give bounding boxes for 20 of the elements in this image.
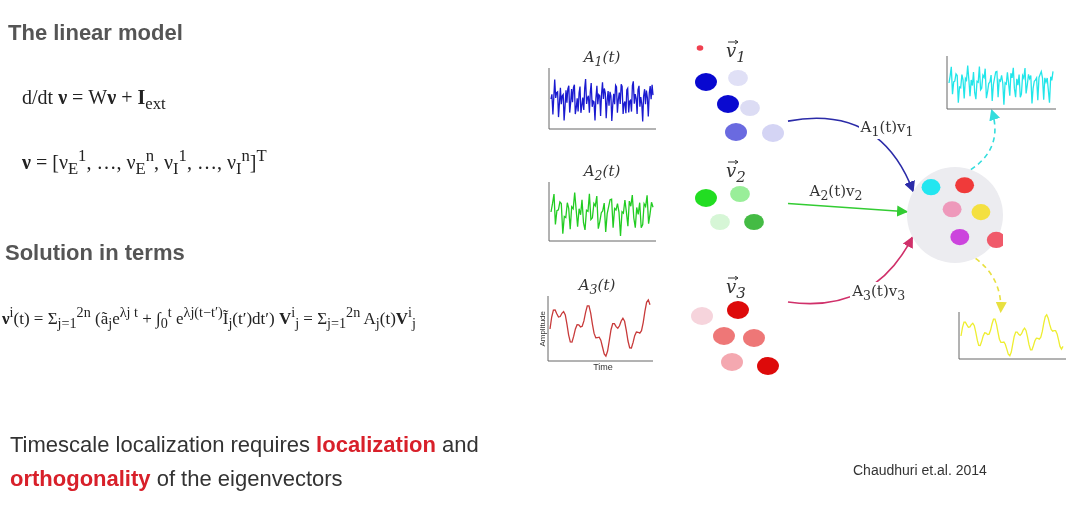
arrow: [970, 108, 1000, 171]
axis-label: Time: [592, 362, 614, 372]
plot-label: A$_{1}$(t): [581, 48, 622, 68]
arrow: [787, 202, 909, 217]
equation: d/dt ν = Wν + I$_{ext}$: [22, 86, 166, 114]
plot-label: A$_{3}$(t): [576, 276, 617, 296]
note-text: Timescale localization requires localization and orthogonality of the eigenvectors: [10, 431, 480, 493]
plot-label: A$_{2}$(t): [581, 162, 622, 182]
vector-label: v$_{1}$: [726, 40, 746, 66]
equation: ν = [ν$_{E}$$^{1}$, …, ν$_{E}$$^{n}$, ν$_{I}$$^{1}$, …, ν$_{I}$$^{n}$]$^{T}$: [22, 146, 267, 179]
arrow: [974, 257, 1007, 314]
section-heading: Solution in terms: [5, 240, 185, 266]
citation-text: Chaudhuri et.al. 2014: [853, 462, 987, 478]
vector-label: v$_{2}$: [726, 160, 746, 186]
axis-label: Amplitude: [538, 311, 547, 347]
vector-label: v$_{3}$: [726, 276, 746, 302]
edge-label: A$_{3}$(t)v$_{3}$: [850, 281, 908, 303]
edge-label: A$_{2}$(t)v$_{2}$: [807, 181, 865, 203]
slide-title: The linear model: [8, 20, 183, 46]
circle-node: [907, 167, 1003, 263]
